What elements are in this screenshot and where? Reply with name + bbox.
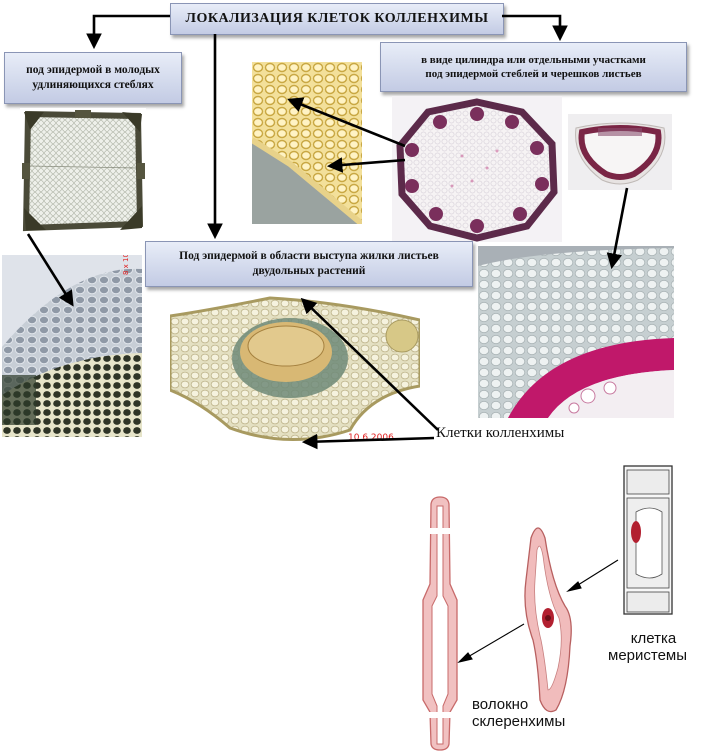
micrograph-stem-closeup: 8 x 10 xyxy=(2,255,142,437)
micrograph-red-stain xyxy=(478,246,674,418)
micrograph-leaf-vein: 10 6 2006 xyxy=(170,290,420,448)
box-young-stems-line2: удлиняющихся стеблях xyxy=(32,79,154,91)
label-sclerenchyma-fiber: волокно склеренхимы xyxy=(472,696,566,731)
box-cylinder-line2: под эпидермой стеблей и черешков листьев xyxy=(425,68,642,80)
label-collenchyma-cells: Клетки колленхимы xyxy=(436,425,565,441)
box-young-stems: под эпидермой в молодых удлиняющихся сте… xyxy=(4,52,182,104)
micrograph-square-stem xyxy=(20,108,146,234)
box-cylinder: в виде цилиндра или отдельными участками… xyxy=(380,42,687,92)
arrow-title-right xyxy=(502,14,568,42)
meristem-cell-drawing xyxy=(623,465,673,615)
elongating-cell-drawing xyxy=(524,527,572,713)
micrograph-yellow-collenchyma xyxy=(252,62,362,224)
sclerenchyma-fiber-drawing xyxy=(422,496,458,751)
arrow-stem-closeup xyxy=(26,233,74,307)
micrograph-round-stem xyxy=(392,96,562,242)
micrograph-scale-mark: 8 x 10 xyxy=(122,255,130,275)
micrograph-date-stamp: 10 6 2006 xyxy=(348,433,394,443)
label-meristem: клетка меристемы xyxy=(608,630,688,665)
arrow-label-vein-bottom xyxy=(301,433,435,450)
arrow-round-yellow-1 xyxy=(287,97,406,148)
box-leaf-vein: Под эпидермой в области выступа жилки ли… xyxy=(145,241,473,287)
micrograph-petiole xyxy=(568,114,672,190)
box-leaf-vein-line2: двудольных растений xyxy=(252,265,366,277)
arrow-round-yellow-2 xyxy=(326,157,406,173)
diagram-title: ЛОКАЛИЗАЦИЯ КЛЕТОК КОЛЛЕНХИМЫ xyxy=(170,3,504,35)
arrow-petiole-red xyxy=(606,187,629,270)
box-young-stems-line1: под эпидермой в молодых xyxy=(26,64,160,77)
box-cylinder-line1: в виде цилиндра или отдельными участками xyxy=(421,53,646,66)
box-leaf-vein-line1: Под эпидермой в области выступа жилки ли… xyxy=(179,250,439,263)
drawing-arrows xyxy=(457,559,619,663)
arrow-label-vein-top xyxy=(300,297,439,431)
arrow-title-left xyxy=(86,14,170,50)
